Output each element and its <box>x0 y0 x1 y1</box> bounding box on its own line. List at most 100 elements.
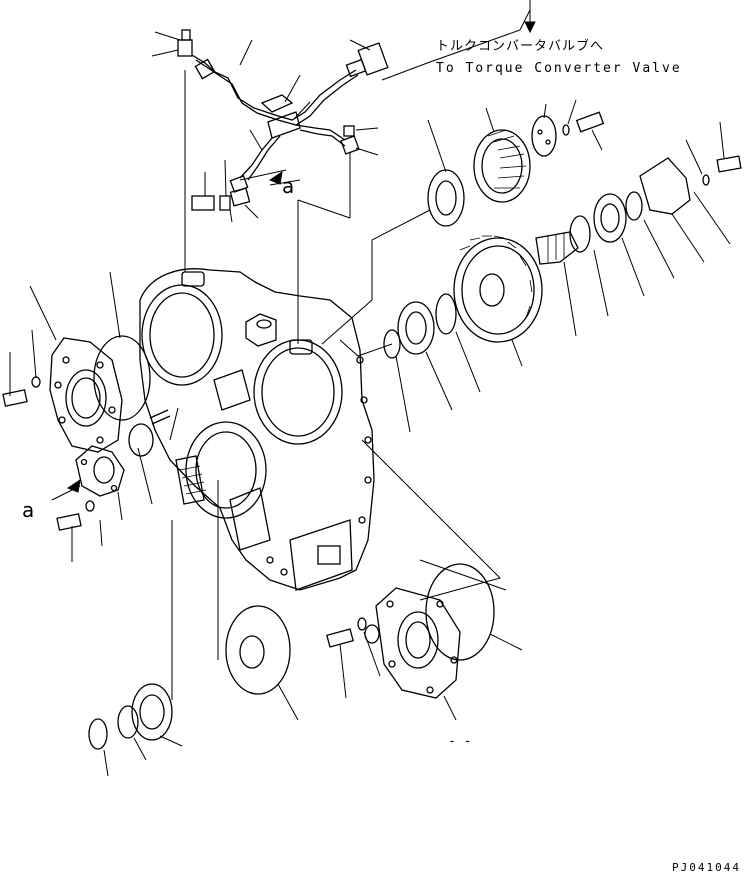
oil-pipe-lower <box>239 135 281 181</box>
arrow-right-icon <box>268 170 283 185</box>
gear-train <box>383 111 742 359</box>
pipe-assembly <box>177 29 389 211</box>
small-flange-cover <box>75 445 125 497</box>
pipe-fitting-left <box>177 39 193 57</box>
main-gear-teeth <box>459 235 533 319</box>
dowel-pin <box>149 409 171 425</box>
bore-lower-inner <box>195 431 257 509</box>
oil-pipe-upper-inner <box>195 59 359 126</box>
breather-boss <box>245 313 277 347</box>
o-ring-left-small <box>128 423 154 457</box>
right-cover-bore <box>397 611 439 669</box>
bolt-right-cover <box>326 628 354 648</box>
arrow-down-icon <box>524 21 536 34</box>
pipe-nut-left <box>194 58 216 80</box>
bolt-right <box>716 155 742 173</box>
washer-small-left <box>219 195 231 211</box>
bolt-upper-right <box>575 111 605 133</box>
mounting-pad-lower <box>229 487 271 551</box>
view-marker-a-upper: a <box>282 174 295 198</box>
case-side-face <box>289 519 353 591</box>
drawing-code: PJ041044 <box>672 861 741 874</box>
main-gear-web <box>461 245 535 335</box>
bore-center-inner <box>261 347 335 437</box>
connector-small <box>229 187 251 207</box>
left-end-cover <box>49 337 123 453</box>
main-gear <box>453 237 543 343</box>
pipe-clamp-block <box>267 111 301 139</box>
bolt-small-left <box>191 195 215 211</box>
transmission-case <box>139 268 375 591</box>
spline-lines <box>179 465 207 495</box>
case-outline <box>139 268 375 591</box>
left-cover-assembly <box>2 335 171 531</box>
bearing-right-inner <box>600 203 620 233</box>
right-cover-bore-inner <box>405 621 431 659</box>
elbow-fitting <box>357 42 389 76</box>
dash-mark: - - <box>448 734 472 749</box>
nameplate <box>317 545 341 565</box>
snap-ring-right-1 <box>569 215 591 253</box>
bolt-left-cover <box>2 389 28 407</box>
lock-washer-upper <box>562 124 570 136</box>
washer-left-cover <box>31 376 41 388</box>
left-cover-bore <box>65 369 107 427</box>
ring-gear-upper <box>473 129 531 203</box>
snap-ring-lower-1 <box>117 705 139 739</box>
leader-lines-left <box>9 271 179 562</box>
pipe-clamp-top <box>260 94 294 113</box>
bearing-upper <box>427 169 465 227</box>
snap-ring-mid-small <box>383 329 401 359</box>
shaft-splines <box>547 233 565 262</box>
bore-center <box>253 339 343 445</box>
left-cover-bore-inner <box>71 377 101 419</box>
bearing-lower <box>131 683 173 741</box>
note-japanese: トルクコンバータバルブへ <box>436 39 605 54</box>
o-ring-right <box>425 563 495 661</box>
bore-lower <box>185 421 267 519</box>
pipe-fitting-cap <box>181 29 191 41</box>
snap-ring-mid <box>435 293 457 335</box>
bearing-mid <box>397 301 435 355</box>
spline-sleeve <box>175 455 205 505</box>
breather-hole <box>256 319 272 329</box>
washer-right-cover <box>357 617 367 631</box>
branch-cap <box>343 125 355 137</box>
note-leader <box>51 0 536 501</box>
bore-left-upper-inner <box>149 292 215 378</box>
lock-washer-right <box>702 174 710 186</box>
spline-shaft <box>535 231 579 265</box>
view-marker-a-lower: a <box>22 498 35 522</box>
bore-left-upper <box>141 284 223 386</box>
snap-ring-right-2 <box>625 191 643 221</box>
leader-lines-right <box>321 99 731 433</box>
washer-flange <box>85 500 95 512</box>
bearing-right <box>593 193 627 243</box>
lug-top-left <box>181 271 205 287</box>
lug-top-right <box>289 339 313 355</box>
branch-fitting <box>340 135 360 155</box>
o-ring-left-large <box>93 335 151 421</box>
ring-gear-teeth <box>487 129 527 189</box>
bolt-flange <box>56 513 82 531</box>
lower-parts <box>88 563 495 750</box>
oil-pipe-branch <box>295 124 346 147</box>
mounting-pad-left <box>213 369 251 411</box>
main-gear-hub <box>479 273 505 307</box>
oil-pipe-upper <box>191 54 357 121</box>
right-end-cover <box>375 587 461 699</box>
shim-disc-hub <box>239 635 265 669</box>
bearing-mid-inner <box>405 311 427 345</box>
arrow-right-icon <box>66 478 81 493</box>
leader-lines-bottom <box>103 439 523 777</box>
bearing-upper-inner <box>435 180 457 216</box>
leader-lines-top <box>151 31 379 344</box>
small-flange-bore <box>93 456 115 484</box>
end-cap-right <box>639 157 691 215</box>
shim-disc <box>225 605 291 695</box>
snap-ring-lower-2 <box>88 718 108 750</box>
bearing-lower-inner <box>139 694 165 730</box>
note-english: To Torque Converter Valve <box>436 61 682 76</box>
